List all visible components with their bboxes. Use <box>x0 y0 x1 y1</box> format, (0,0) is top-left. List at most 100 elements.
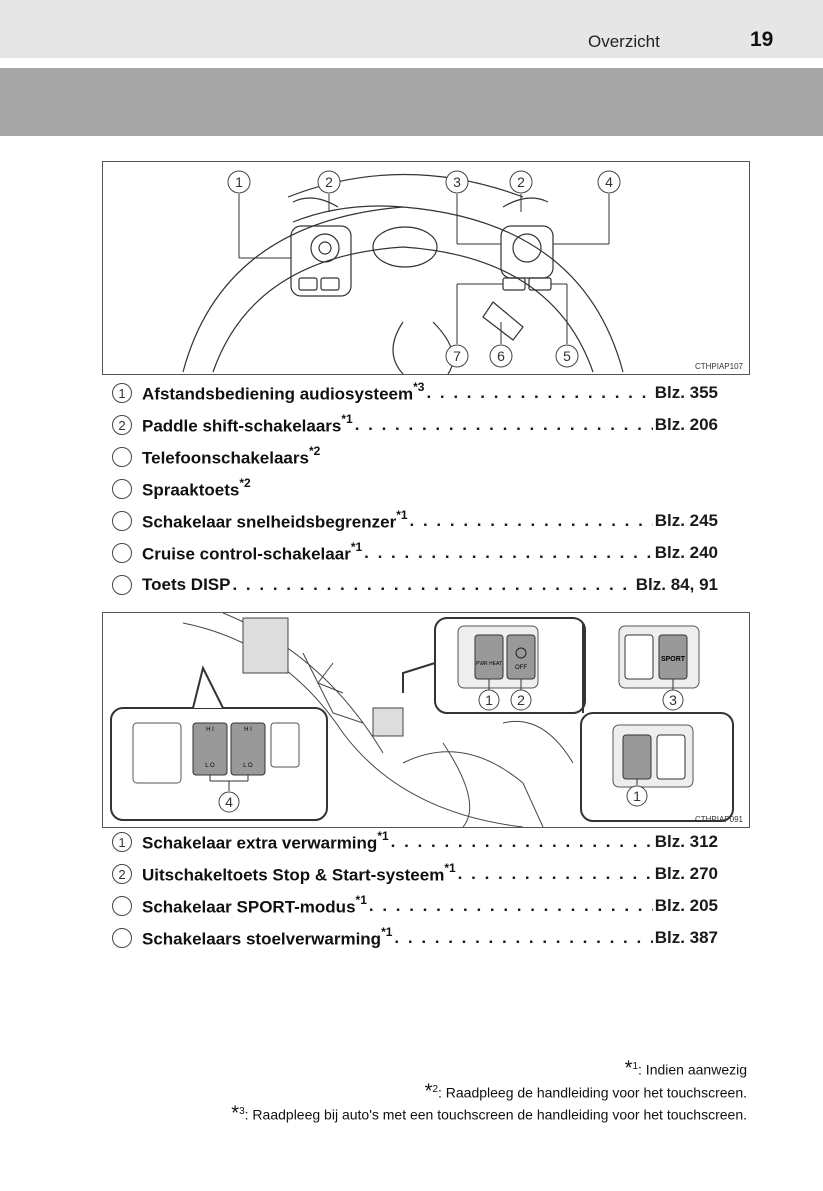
item-label: Schakelaar snelheidsbegrenzer*1 <box>142 507 408 532</box>
page-reference: Blz. 270 <box>654 864 718 883</box>
list-item: 1 Afstandsbediening audiosysteem*3 . . .… <box>108 377 718 409</box>
callout-5: 5 <box>555 344 579 368</box>
off-label: OFF <box>515 665 527 671</box>
list-item: Spraaktoets*2 <box>108 473 718 505</box>
callout-3: 3 <box>445 170 469 194</box>
leader-dots: . . . . . . . . . . . . . . . . . . . . … <box>394 928 652 947</box>
list-item: Cruise control-schakelaar*1 . . . . . . … <box>108 537 718 569</box>
lo-label-right: L O <box>243 763 253 769</box>
page-reference: Blz. 387 <box>654 928 718 947</box>
callout-3: 3 <box>662 689 684 711</box>
list-item: Schakelaar snelheidsbegrenzer*1 . . . . … <box>108 505 718 537</box>
leader-dots: . . . . . . . . . . . . . . . . . . . . … <box>409 511 653 530</box>
page-reference: Blz. 312 <box>654 832 718 851</box>
item-label: Schakelaar extra verwarming*1 <box>142 828 389 853</box>
svg-text:4: 4 <box>225 794 233 810</box>
item-number <box>112 928 132 948</box>
svg-text:4: 4 <box>605 174 613 190</box>
item-number <box>112 479 132 499</box>
pwr-heat-label: PWR HEAT <box>476 661 502 667</box>
section-title: Overzicht <box>588 32 660 51</box>
steering-wheel-illustration: 1 2 3 2 4 7 6 5 <box>182 170 624 374</box>
page-reference: Blz. 84, 91 <box>635 575 718 594</box>
leader-dots: . . . . . . . . . . . . . . . . . . . . … <box>364 543 653 562</box>
leader-dots: . . . . . . . . . . . . . . . . . . . . … <box>426 383 652 402</box>
svg-text:2: 2 <box>517 174 525 190</box>
item-number <box>112 575 132 595</box>
callout-1: 1 <box>478 689 500 711</box>
item-label: Cruise control-schakelaar*1 <box>142 539 363 564</box>
callout-2: 2 <box>317 170 341 194</box>
list-item: Toets DISP . . . . . . . . . . . . . . .… <box>108 569 718 601</box>
console-controls-list: 1 Schakelaar extra verwarming*1 . . . . … <box>108 826 718 954</box>
list-item: 1 Schakelaar extra verwarming*1 . . . . … <box>108 826 718 858</box>
list-item: 2 Uitschakeltoets Stop & Start-systeem*1… <box>108 858 718 890</box>
item-label: Schakelaars stoelverwarming*1 <box>142 924 393 949</box>
callout-2b: 2 <box>509 170 533 194</box>
callout-1: 1 <box>227 170 251 194</box>
list-item: Schakelaar SPORT-modus*1 . . . . . . . .… <box>108 890 718 922</box>
hi-label-right: H I <box>244 727 252 733</box>
leader-dots: . . . . . . . . . . . . . . . . . . . . … <box>354 415 653 434</box>
footnote: *1: Indien aanwezig <box>624 1057 747 1080</box>
page-reference: Blz. 205 <box>654 896 718 915</box>
item-label: Afstandsbediening audiosysteem*3 <box>142 379 425 404</box>
figure-code: CTHPIAP107 <box>694 362 743 371</box>
callout-4: 4 <box>218 791 240 813</box>
page-reference: Blz. 355 <box>654 383 718 402</box>
svg-text:1: 1 <box>633 788 641 804</box>
svg-text:3: 3 <box>669 692 677 708</box>
item-number: 1 <box>112 383 132 403</box>
callout-6: 6 <box>489 344 513 368</box>
figure-code: CTHPIAP091 <box>694 815 743 824</box>
callout-2: 2 <box>510 689 532 711</box>
page-reference: Blz. 206 <box>654 415 718 434</box>
item-label: Spraaktoets*2 <box>142 475 251 500</box>
list-item: Schakelaars stoelverwarming*1 . . . . . … <box>108 922 718 954</box>
item-number: 2 <box>112 415 132 435</box>
svg-text:1: 1 <box>485 692 493 708</box>
item-label: Toets DISP <box>142 575 231 594</box>
steering-controls-list: 1 Afstandsbediening audiosysteem*3 . . .… <box>108 377 718 601</box>
footnotes: *1: Indien aanwezig *2: Raadpleeg de han… <box>231 1057 747 1125</box>
header-bar <box>0 0 823 58</box>
svg-text:6: 6 <box>497 348 505 364</box>
hi-label-left: H I <box>206 727 214 733</box>
item-number <box>112 896 132 916</box>
page-reference: Blz. 245 <box>654 511 718 530</box>
callout-1b: 1 <box>626 785 648 807</box>
footnote: *3: Raadpleeg bij auto's met een touchsc… <box>231 1102 747 1125</box>
list-item: Telefoonschakelaars*2 <box>108 441 718 473</box>
svg-text:2: 2 <box>325 174 333 190</box>
callout-7: 7 <box>445 344 469 368</box>
item-number <box>112 511 132 531</box>
svg-text:7: 7 <box>453 348 461 364</box>
leader-dots: . . . . . . . . . . . . . . . . . . . . … <box>368 896 653 915</box>
svg-text:3: 3 <box>453 174 461 190</box>
item-label: Schakelaar SPORT-modus*1 <box>142 892 367 917</box>
leader-dots: . . . . . . . . . . . . . . . . . . . . … <box>232 575 633 594</box>
leader-dots: . . . . . . . . . . . . . . . . . . . . … <box>390 832 653 851</box>
item-number: 1 <box>112 832 132 852</box>
steering-wheel-figure: 1 2 3 2 4 7 6 5 CTHPIAP107 <box>102 161 750 375</box>
header-band <box>0 68 823 136</box>
callout-4: 4 <box>597 170 621 194</box>
footnote: *2: Raadpleeg de handleiding voor het to… <box>424 1080 747 1103</box>
console-figure: PWR HEAT OFF SPORT H I H I L O L O <box>102 612 750 828</box>
item-label: Paddle shift-schakelaars*1 <box>142 411 353 436</box>
item-number: 2 <box>112 864 132 884</box>
item-number <box>112 447 132 467</box>
page-reference: Blz. 240 <box>654 543 718 562</box>
sport-label: SPORT <box>661 656 686 663</box>
svg-text:1: 1 <box>235 174 243 190</box>
leader-dots: . . . . . . . . . . . . . . . . . . . . … <box>457 864 653 883</box>
item-number <box>112 543 132 563</box>
lo-label-left: L O <box>205 763 215 769</box>
list-item: 2 Paddle shift-schakelaars*1 . . . . . .… <box>108 409 718 441</box>
console-illustration: PWR HEAT OFF SPORT H I H I L O L O <box>110 613 734 827</box>
page-number: 19 <box>750 28 774 51</box>
item-label: Telefoonschakelaars*2 <box>142 443 321 468</box>
svg-text:2: 2 <box>517 692 525 708</box>
svg-text:5: 5 <box>563 348 571 364</box>
item-label: Uitschakeltoets Stop & Start-systeem*1 <box>142 860 456 885</box>
